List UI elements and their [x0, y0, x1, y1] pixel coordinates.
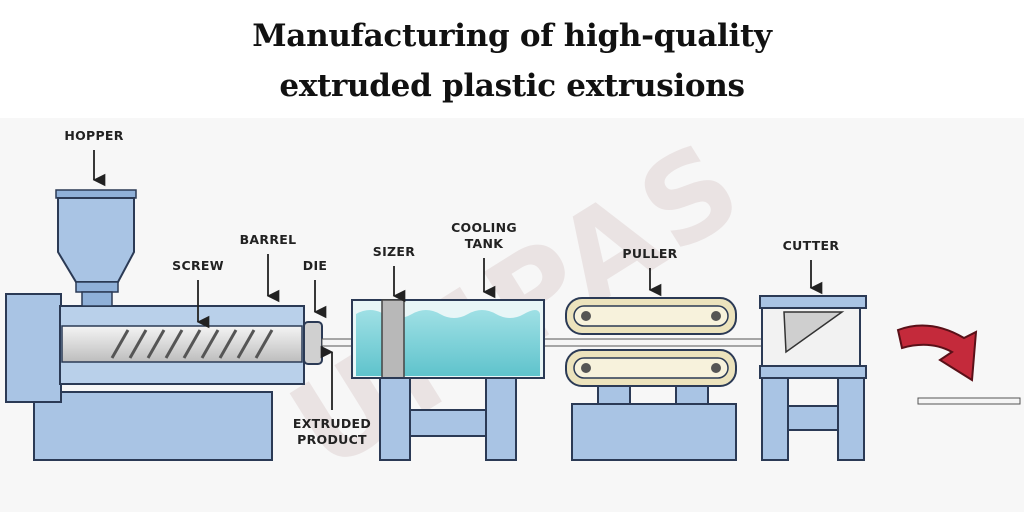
- output-arrow: [896, 324, 978, 382]
- sizer: [381, 299, 405, 379]
- label-extruded-line1: EXTRUDED: [293, 416, 371, 431]
- hopper: [55, 189, 137, 307]
- page-title-line-1: Manufacturing of high-quality: [252, 18, 772, 54]
- tank-leg-right: [485, 377, 517, 461]
- cooling-tank: [351, 299, 545, 461]
- tank-crossbar: [409, 409, 487, 437]
- tank-leg-left: [379, 377, 411, 461]
- label-die: DIE: [303, 258, 327, 273]
- extruder: [5, 189, 323, 461]
- die: [303, 321, 323, 365]
- label-barrel: BARREL: [240, 232, 297, 247]
- label-sizer: SIZER: [373, 244, 415, 259]
- puller-base: [571, 403, 737, 461]
- extruder-base: [33, 391, 273, 461]
- label-cooling-line2: TANK: [465, 236, 505, 251]
- cutter-blade: [783, 311, 845, 354]
- label-puller: PULLER: [622, 246, 677, 261]
- label-cooling-line1: COOLING: [451, 220, 517, 235]
- label-extruded-line2: PRODUCT: [297, 432, 367, 447]
- page-title-line-2: extruded plastic extrusions: [279, 68, 745, 104]
- screw: [110, 329, 274, 359]
- label-cutter: CUTTER: [783, 238, 840, 253]
- label-hopper: HOPPER: [64, 128, 123, 143]
- cut-product-piece: [917, 397, 1021, 405]
- motor-block: [5, 293, 62, 403]
- label-screw: SCREW: [172, 258, 224, 273]
- puller: [565, 297, 737, 461]
- cutter: [759, 295, 867, 461]
